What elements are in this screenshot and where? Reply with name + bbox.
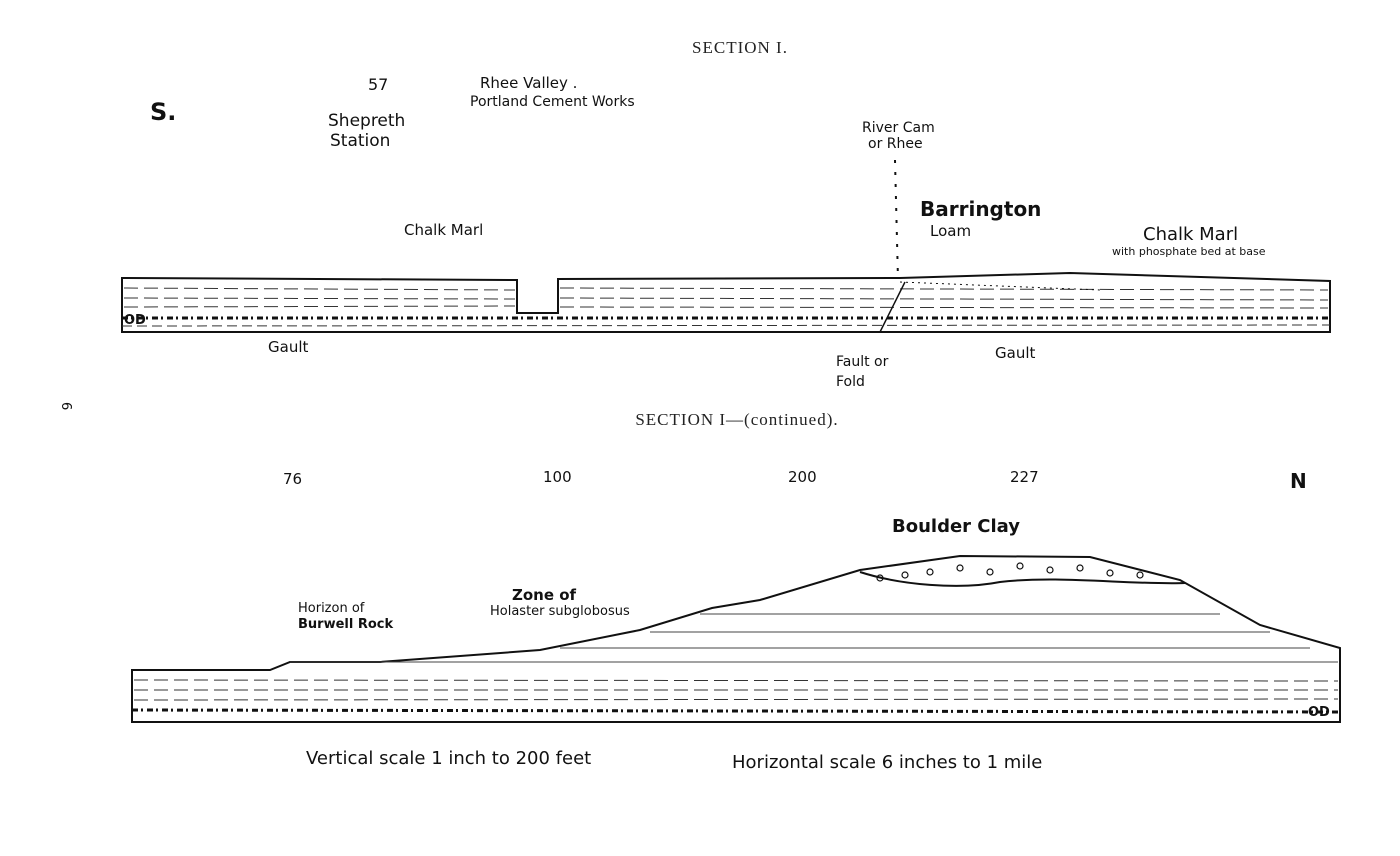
label-gault-right: Gault xyxy=(995,344,1035,362)
label-cement-works: Portland Cement Works xyxy=(470,94,635,110)
height-mark-76: 76 xyxy=(283,470,302,488)
label-horizon-of: Horizon of xyxy=(298,601,365,616)
river-marker-line xyxy=(894,159,899,281)
label-chalk-marl-right: Chalk Marl xyxy=(1143,224,1238,245)
section2-title: SECTION I—(continued). xyxy=(635,410,838,429)
label-rhee-valley: Rhee Valley . xyxy=(480,74,577,92)
od-label-2: OD xyxy=(1308,705,1330,720)
label-fault: Fault or xyxy=(836,354,889,370)
south-direction: S. xyxy=(150,98,176,126)
height-mark-100: 100 xyxy=(543,468,572,486)
label-gault-left: Gault xyxy=(268,338,308,356)
label-barrington: Barrington xyxy=(920,197,1041,221)
od-label-1: OD xyxy=(124,313,146,328)
label-burwell-rock: Burwell Rock xyxy=(298,617,393,632)
label-phosphate-bed: with phosphate bed at base xyxy=(1112,245,1266,258)
horizontal-scale: Horizontal scale 6 inches to 1 mile xyxy=(732,752,1042,773)
label-holaster: Holaster subglobosus xyxy=(490,604,630,619)
height-mark-200: 200 xyxy=(788,468,817,486)
label-boulder-clay: Boulder Clay xyxy=(892,516,1020,537)
label-shepreth: Shepreth xyxy=(328,111,405,131)
section1-strata xyxy=(121,271,1331,333)
label-fold: Fold xyxy=(836,374,865,390)
north-direction: N xyxy=(1290,469,1307,493)
height-mark-57: 57 xyxy=(368,75,388,94)
label-chalk-marl-left: Chalk Marl xyxy=(404,221,483,239)
label-or-rhee: or Rhee xyxy=(868,136,923,152)
page-number: 6 xyxy=(58,402,73,410)
vertical-scale: Vertical scale 1 inch to 200 feet xyxy=(306,748,591,769)
label-river-cam: River Cam xyxy=(862,120,935,136)
label-zone-of: Zone of xyxy=(512,586,577,604)
section1-title: SECTION I. xyxy=(692,38,788,57)
section2-strata xyxy=(131,554,1341,723)
label-loam: Loam xyxy=(930,222,971,240)
height-mark-227: 227 xyxy=(1010,468,1039,486)
label-station: Station xyxy=(330,131,390,151)
